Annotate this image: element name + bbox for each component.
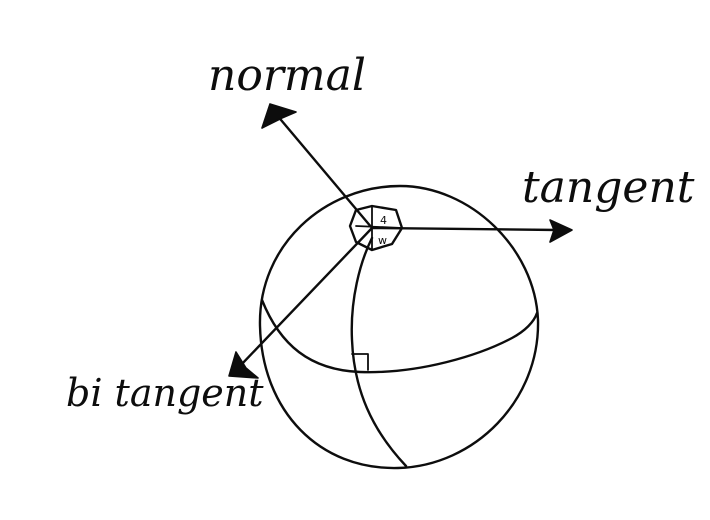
bitangent-label: bi tangent [66,371,264,415]
sphere-meridian [350,236,408,468]
origin-mark-lower: w [378,234,387,247]
normal-label: normal [208,50,366,101]
equator-right-angle-mark [351,353,369,371]
sphere-outline [258,184,540,470]
normal-vector-line [274,112,374,230]
tangent-arrowhead [549,219,573,243]
origin-mark-upper-right: 4 [380,214,387,227]
tangent-label: tangent [522,162,695,213]
sphere-equator [260,298,539,374]
bitangent-arrowhead [228,351,259,379]
normal-arrowhead [261,103,297,129]
bitangent-vector-line [238,226,374,368]
origin-box-divider-b [355,225,403,229]
